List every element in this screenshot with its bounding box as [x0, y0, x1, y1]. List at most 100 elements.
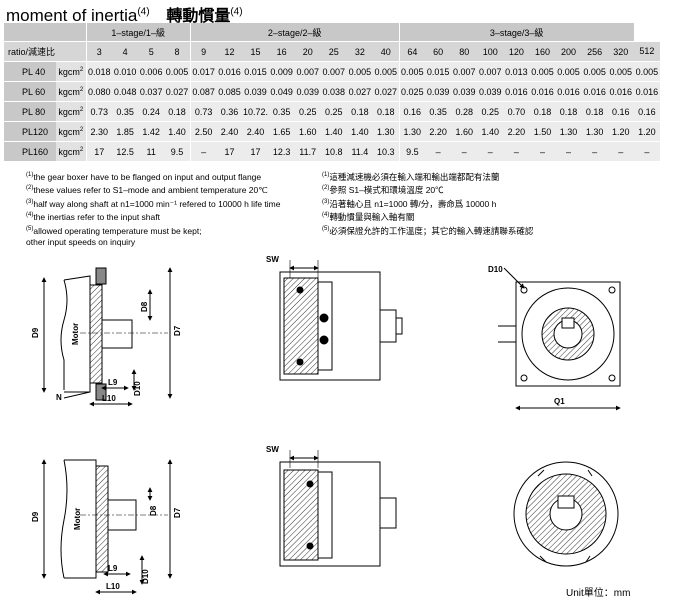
value-cell: 0.016 — [607, 81, 634, 102]
value-cell: 0.007 — [320, 61, 347, 82]
unit-cell: kgcm2 — [56, 81, 87, 102]
label-d8: D8 — [140, 301, 149, 312]
ratio-cell: 25 — [320, 41, 347, 62]
value-cell: 1.40 — [477, 121, 504, 142]
value-cell: 0.085 — [216, 81, 243, 102]
ratio-cell: 120 — [503, 41, 530, 62]
notes-chinese: (1)這種減速機必須在輸入端和輸出端都配有法蘭(2)參照 S1–模式和環境溫度 … — [322, 170, 533, 237]
ratio-cell: 100 — [477, 41, 504, 62]
value-cell: 10.72. — [242, 101, 269, 122]
value-cell: – — [607, 141, 634, 162]
ratio-cell: 9 — [190, 41, 217, 62]
label-d10: D10 — [133, 381, 142, 396]
value-cell: 0.016 — [581, 81, 608, 102]
value-cell: 17 — [216, 141, 243, 162]
ratio-label: ratio/減速比 — [4, 41, 87, 62]
ratio-cell: 64 — [399, 41, 426, 62]
model-cell: PL 80 — [4, 101, 56, 122]
value-cell: 1.85 — [112, 121, 139, 142]
value-cell: 0.027 — [346, 81, 373, 102]
value-cell: 0.006 — [138, 61, 165, 82]
value-cell: 0.027 — [372, 81, 400, 102]
note-item: (3)half way along shaft at n1=1000 min⁻¹… — [26, 198, 281, 209]
ratio-cell: 256 — [581, 41, 608, 62]
label-sw-2: SW — [266, 445, 279, 454]
value-cell: 0.016 — [633, 81, 660, 102]
ratio-cell: 4 — [112, 41, 139, 62]
value-cell: 17 — [242, 141, 269, 162]
value-cell: 0.018 — [86, 61, 113, 82]
ratio-cell: 20 — [294, 41, 321, 62]
side-view-drawing-2 — [41, 459, 173, 595]
value-cell: 0.009 — [268, 61, 295, 82]
value-cell: – — [190, 141, 217, 162]
value-cell: – — [581, 141, 608, 162]
value-cell: 9.5 — [164, 141, 191, 162]
unit-cell: kgcm2 — [56, 61, 87, 82]
value-cell: 1.20 — [633, 121, 660, 142]
value-cell: – — [451, 141, 478, 162]
value-cell: 1.30 — [555, 121, 582, 142]
value-cell: 0.016 — [216, 61, 243, 82]
label-n: N — [56, 393, 62, 402]
value-cell: 2.30 — [86, 121, 113, 142]
value-cell: 0.038 — [320, 81, 347, 102]
value-cell: 0.005 — [399, 61, 426, 82]
value-cell: – — [503, 141, 530, 162]
value-cell: 0.010 — [112, 61, 139, 82]
page-title: moment of inertia(4) 轉動慣量(4) — [6, 6, 243, 25]
label-l10: L10 — [102, 394, 116, 403]
value-cell: 0.16 — [399, 101, 426, 122]
note-item: (4)轉動慣量與輸入軸有關 — [322, 212, 415, 223]
value-cell: 0.005 — [346, 61, 373, 82]
value-cell: 0.35 — [112, 101, 139, 122]
ratio-cell: 8 — [164, 41, 191, 62]
label-d10-front: D10 — [488, 265, 503, 274]
value-cell: 0.16 — [633, 101, 660, 122]
value-cell: 0.25 — [320, 101, 347, 122]
value-cell: 0.18 — [581, 101, 608, 122]
unit-cell: kgcm2 — [56, 141, 87, 162]
note-item: (1)這種減速機必須在輸入端和輸出端都配有法蘭 — [322, 171, 500, 182]
stage-header: 3–stage/3–級 — [399, 23, 634, 42]
label-q1: Q1 — [554, 397, 565, 406]
value-cell: – — [633, 141, 660, 162]
value-cell: 0.013 — [503, 61, 530, 82]
value-cell: 0.007 — [451, 61, 478, 82]
value-cell: 10.8 — [320, 141, 347, 162]
stage-header: 2–stage/2–級 — [190, 23, 400, 42]
value-cell: 0.049 — [268, 81, 295, 102]
value-cell: 11.7 — [294, 141, 321, 162]
label-l9-2: L9 — [108, 564, 118, 573]
note-item: (2)these values refer to S1–mode and amb… — [26, 185, 268, 196]
ratio-cell: 80 — [451, 41, 478, 62]
front-view-drawing-1 — [498, 267, 621, 411]
value-cell: 9.5 — [399, 141, 426, 162]
value-cell: 0.039 — [294, 81, 321, 102]
value-cell: 0.28 — [451, 101, 478, 122]
value-cell: 10.3 — [372, 141, 400, 162]
value-cell: 0.25 — [294, 101, 321, 122]
value-cell: 0.70 — [503, 101, 530, 122]
value-cell: – — [529, 141, 556, 162]
value-cell: 0.35 — [425, 101, 452, 122]
value-cell: 2.50 — [190, 121, 217, 142]
value-cell: 0.015 — [425, 61, 452, 82]
ratio-cell: 5 — [138, 41, 165, 62]
value-cell: 1.30 — [372, 121, 400, 142]
value-cell: 0.048 — [112, 81, 139, 102]
value-cell: 0.73 — [86, 101, 113, 122]
label-motor-2: Motor — [73, 508, 82, 530]
value-cell: 0.087 — [190, 81, 217, 102]
value-cell: 0.18 — [164, 101, 191, 122]
value-cell: 0.025 — [399, 81, 426, 102]
ratio-cell: 200 — [555, 41, 582, 62]
model-cell: PL160 — [4, 141, 56, 162]
note-item: (3)沿著軸心且 n1=1000 轉/分，壽命爲 10000 h — [322, 198, 497, 209]
value-cell: 0.18 — [372, 101, 400, 122]
label-l9: L9 — [108, 378, 118, 387]
value-cell: 1.42 — [138, 121, 165, 142]
